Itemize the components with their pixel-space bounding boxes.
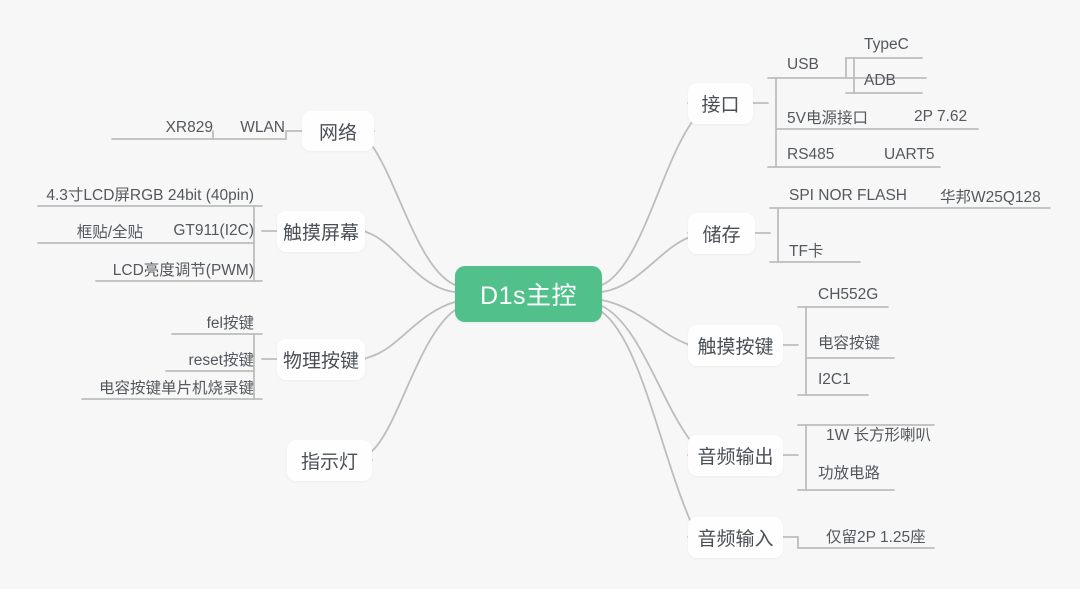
edge-chumoanjian-bracket [797, 306, 807, 396]
branch-node-chumoanjian[interactable]: 触摸按键 [688, 325, 783, 366]
leaf-node-huabang[interactable]: 华邦W25Q128 [940, 189, 1041, 206]
leaf-node-gongfang[interactable]: 功放电路 [818, 465, 881, 482]
edge-wulianjian-bracket [253, 333, 263, 400]
leaf-node-ch552g[interactable]: CH552G [818, 286, 879, 303]
branch-node-chumopingmu[interactable]: 触摸屏幕 [277, 211, 365, 252]
edge-root-yinpinshuru [601, 311, 702, 538]
leaf-node-xr829[interactable]: XR829 [165, 119, 213, 136]
edge-root-zhishideng [364, 309, 456, 461]
edge-chucun-bracket [769, 207, 779, 263]
leaf-node-typec[interactable]: TypeC [864, 36, 909, 53]
branch-node-wulianjian[interactable]: 物理按键 [277, 339, 365, 380]
leaf-node-lcd43[interactable]: 4.3寸LCD屏RGB 24bit (40pin) [46, 187, 254, 204]
leaf-node-tfka[interactable]: TF卡 [789, 243, 824, 260]
leaf-node-fel[interactable]: fel按键 [206, 315, 254, 332]
leaf-node-adb[interactable]: ADB [864, 72, 896, 89]
branch-node-wangluo[interactable]: 网络 [302, 111, 374, 151]
edge-root-chucun [601, 232, 699, 293]
edge-root-chumopingmu [363, 230, 456, 293]
branch-node-zhishideng[interactable]: 指示灯 [287, 440, 372, 481]
root-node[interactable]: D1s主控 [455, 266, 602, 322]
edge-usb-sub-bracket [845, 57, 855, 94]
leaf-node-spinor[interactable]: SPI NOR FLASH [789, 187, 907, 204]
leaf-node-power5v[interactable]: 5V电源接口 [787, 110, 868, 127]
edge-root-yinpinshuchu [601, 305, 699, 456]
leaf-node-i2c1[interactable]: I2C1 [818, 371, 851, 388]
leaf-node-rs485[interactable]: RS485 [787, 146, 835, 163]
leaf-node-2p762[interactable]: 2P 7.62 [914, 108, 968, 125]
edge-chumopingmu-bracket [253, 205, 263, 282]
leaf-node-laba[interactable]: 1W 长方形喇叭 [826, 427, 932, 444]
edge-root-wangluo [362, 130, 456, 286]
branch-node-yinpinshuchu[interactable]: 音频输出 [688, 435, 783, 476]
leaf-node-kuangtie[interactable]: 框贴/全贴 [76, 224, 143, 241]
edge-root-chumoanjian [601, 299, 699, 348]
branch-node-yinpinshuru[interactable]: 音频输入 [688, 517, 783, 558]
edge-root-wulianjian [363, 301, 456, 360]
edge-root-jiekou [601, 102, 700, 286]
leaf-node-usb[interactable]: USB [787, 56, 819, 73]
leaf-node-shaolu[interactable]: 电容按键单片机烧录键 [98, 380, 254, 397]
edge-yinpinshuchu-bracket [797, 424, 807, 491]
branch-node-jiekou[interactable]: 接口 [688, 83, 753, 124]
branch-node-chucun[interactable]: 储存 [688, 213, 755, 254]
edge-jiekou-bracket [767, 77, 777, 168]
leaf-node-lcdpwm[interactable]: LCD亮度调节(PWM) [112, 262, 254, 279]
leaf-node-wlan[interactable]: WLAN [240, 119, 285, 136]
leaf-node-uart5[interactable]: UART5 [884, 146, 935, 163]
leaf-node-gt911[interactable]: GT911(I2C) [173, 222, 254, 239]
leaf-node-zuo125[interactable]: 仅留2P 1.25座 [826, 529, 926, 546]
leaf-node-reset[interactable]: reset按键 [188, 352, 254, 369]
leaf-node-diancong[interactable]: 电容按键 [818, 335, 881, 352]
